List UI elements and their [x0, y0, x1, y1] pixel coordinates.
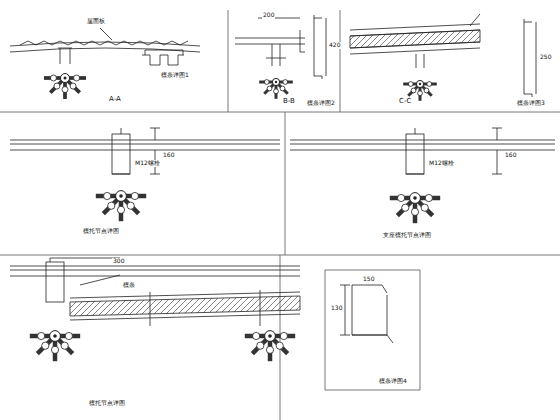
sleeve — [104, 192, 111, 199]
sleeve — [402, 204, 409, 211]
sleeve — [411, 88, 416, 93]
sleeve — [117, 206, 124, 213]
bolt-ball — [50, 331, 61, 342]
drawing-label: 支座檩托节点详图 — [382, 232, 432, 239]
bolt-ball — [272, 78, 279, 85]
sleeve — [264, 80, 269, 85]
drawing-label: 檩条详图4 — [378, 378, 408, 385]
sleeve — [74, 75, 80, 81]
drawing-label: 檩托节点详图 — [82, 228, 120, 235]
sleeve — [253, 332, 260, 339]
sleeve — [398, 194, 405, 201]
ball-center — [268, 334, 272, 338]
drawing-label: 250 — [539, 54, 552, 61]
drawing-label: M12螺栓 — [428, 160, 455, 167]
bolt-ball — [61, 74, 70, 83]
sleeve — [51, 346, 58, 353]
sleeve — [131, 192, 138, 199]
drawing-label: 150 — [362, 276, 375, 283]
sleeve — [276, 342, 283, 349]
sleeve — [421, 204, 428, 211]
ball-center — [275, 81, 277, 83]
sleeve — [267, 86, 272, 91]
sleeve — [408, 82, 413, 87]
bolt-ball — [265, 331, 276, 342]
sleeve — [38, 332, 45, 339]
sleeve — [425, 194, 432, 201]
section-title: B-B — [282, 98, 296, 106]
drawing-label: 檩条详图2 — [306, 100, 336, 107]
drawing-label: 檩条详图3 — [516, 100, 546, 107]
drawing-label: 130 — [330, 305, 343, 312]
sleeve — [280, 86, 285, 91]
drawing-label: M12螺栓 — [134, 160, 161, 167]
drawing-label: 420 — [328, 42, 341, 49]
sleeve — [108, 202, 115, 209]
sleeve — [61, 342, 68, 349]
section-title: A-A — [108, 96, 122, 104]
sleeve — [70, 83, 76, 89]
drawing-label: 檩托节点详图 — [88, 400, 126, 407]
ball-center — [119, 194, 123, 198]
sleeve — [427, 82, 432, 87]
sleeve — [424, 88, 429, 93]
ball-center — [53, 334, 57, 338]
drawing-label: 160 — [504, 152, 517, 159]
sleeve — [42, 342, 49, 349]
section-title: C-C — [398, 98, 412, 106]
sleeve — [127, 202, 134, 209]
sleeve — [54, 83, 60, 89]
bolt-ball — [410, 193, 421, 204]
drawing-label: 屋面板 — [86, 18, 106, 25]
sleeve — [411, 208, 418, 215]
drawing-label: 檩条 — [122, 282, 136, 289]
drawing-label: 200 — [262, 12, 275, 19]
drawing-label: 300 — [112, 258, 125, 265]
sleeve — [418, 91, 423, 96]
sleeve — [62, 87, 68, 93]
sleeve — [274, 89, 279, 94]
ball-center — [64, 77, 67, 80]
sleeve — [280, 332, 287, 339]
sleeve — [283, 80, 288, 85]
ball-center — [413, 196, 417, 200]
drawing-label: 檩条详图1 — [160, 72, 190, 79]
drawing-label: 160 — [162, 152, 175, 159]
bolt-ball — [116, 191, 127, 202]
ball-center — [419, 83, 421, 85]
sleeve — [50, 75, 56, 81]
sleeve — [65, 332, 72, 339]
sleeve — [257, 342, 264, 349]
bolt-ball — [416, 80, 423, 87]
sleeve — [266, 346, 273, 353]
